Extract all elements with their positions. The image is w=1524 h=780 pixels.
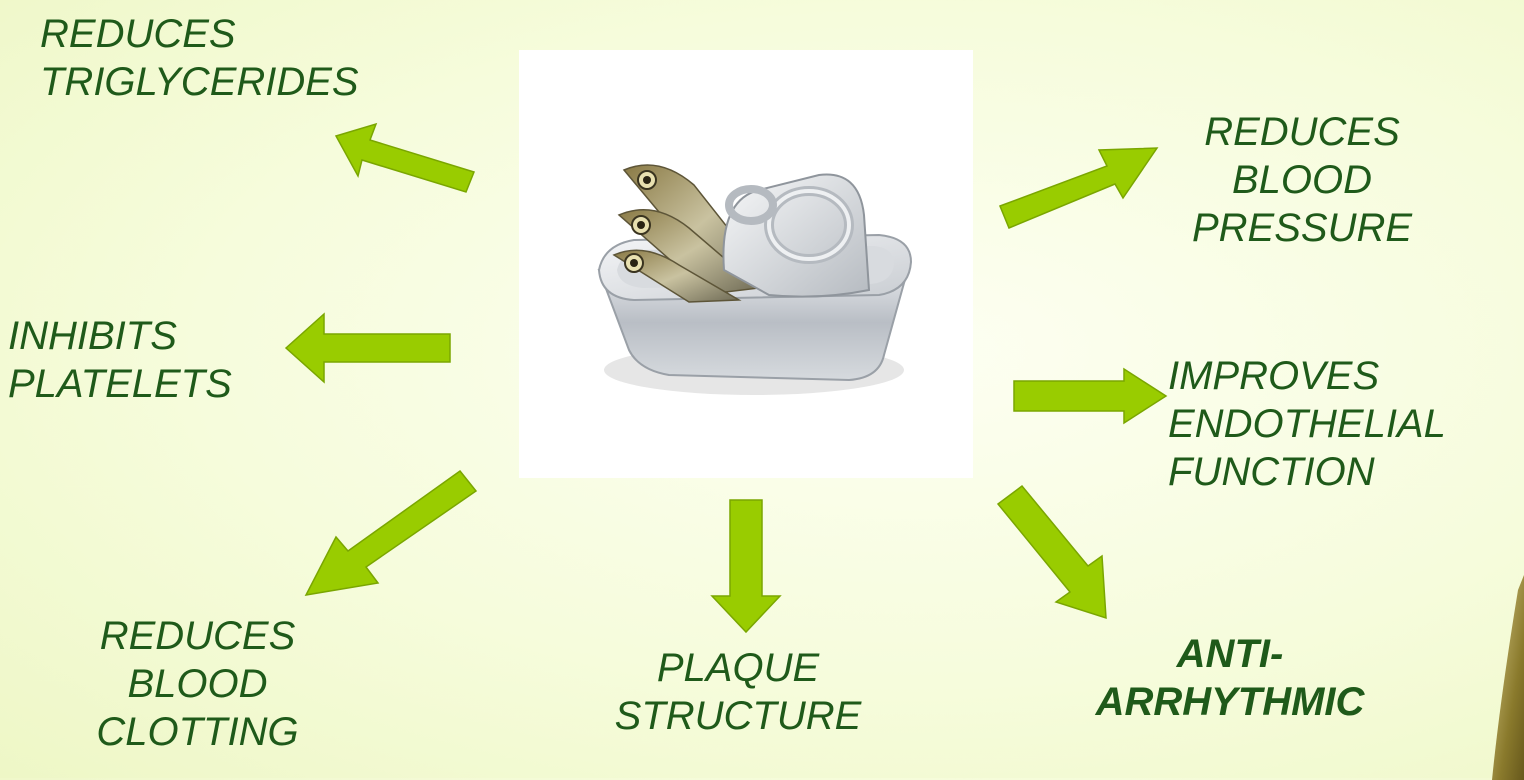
sardine-tin-icon [519, 50, 973, 478]
label-reduces-triglycerides: REDUCES TRIGLYCERIDES [40, 10, 359, 106]
sardine-tin-image [519, 50, 973, 478]
arrow-to-plaque-structure [706, 496, 786, 636]
arrow-to-endothelial-function [1010, 365, 1170, 427]
label-reduces-blood-pressure: REDUCES BLOOD PRESSURE [1162, 108, 1442, 252]
arrow-to-triglycerides [330, 120, 480, 200]
label-reduces-blood-clotting: REDUCES BLOOD CLOTTING [60, 612, 335, 756]
label-plaque-structure: PLAQUE STRUCTURE [588, 644, 888, 740]
arrow-to-platelets [282, 310, 454, 386]
label-inhibits-platelets: INHIBITS PLATELETS [8, 312, 232, 408]
arrow-to-blood-pressure [995, 128, 1165, 233]
decorative-corner-image [1490, 560, 1524, 780]
label-anti-arrhythmic: ANTI- ARRHYTHMIC [1080, 630, 1380, 726]
label-improves-endothelial-function: IMPROVES ENDOTHELIAL FUNCTION [1168, 352, 1446, 496]
arrow-to-blood-clotting [300, 465, 480, 600]
arrow-to-anti-arrhythmic [994, 482, 1114, 622]
